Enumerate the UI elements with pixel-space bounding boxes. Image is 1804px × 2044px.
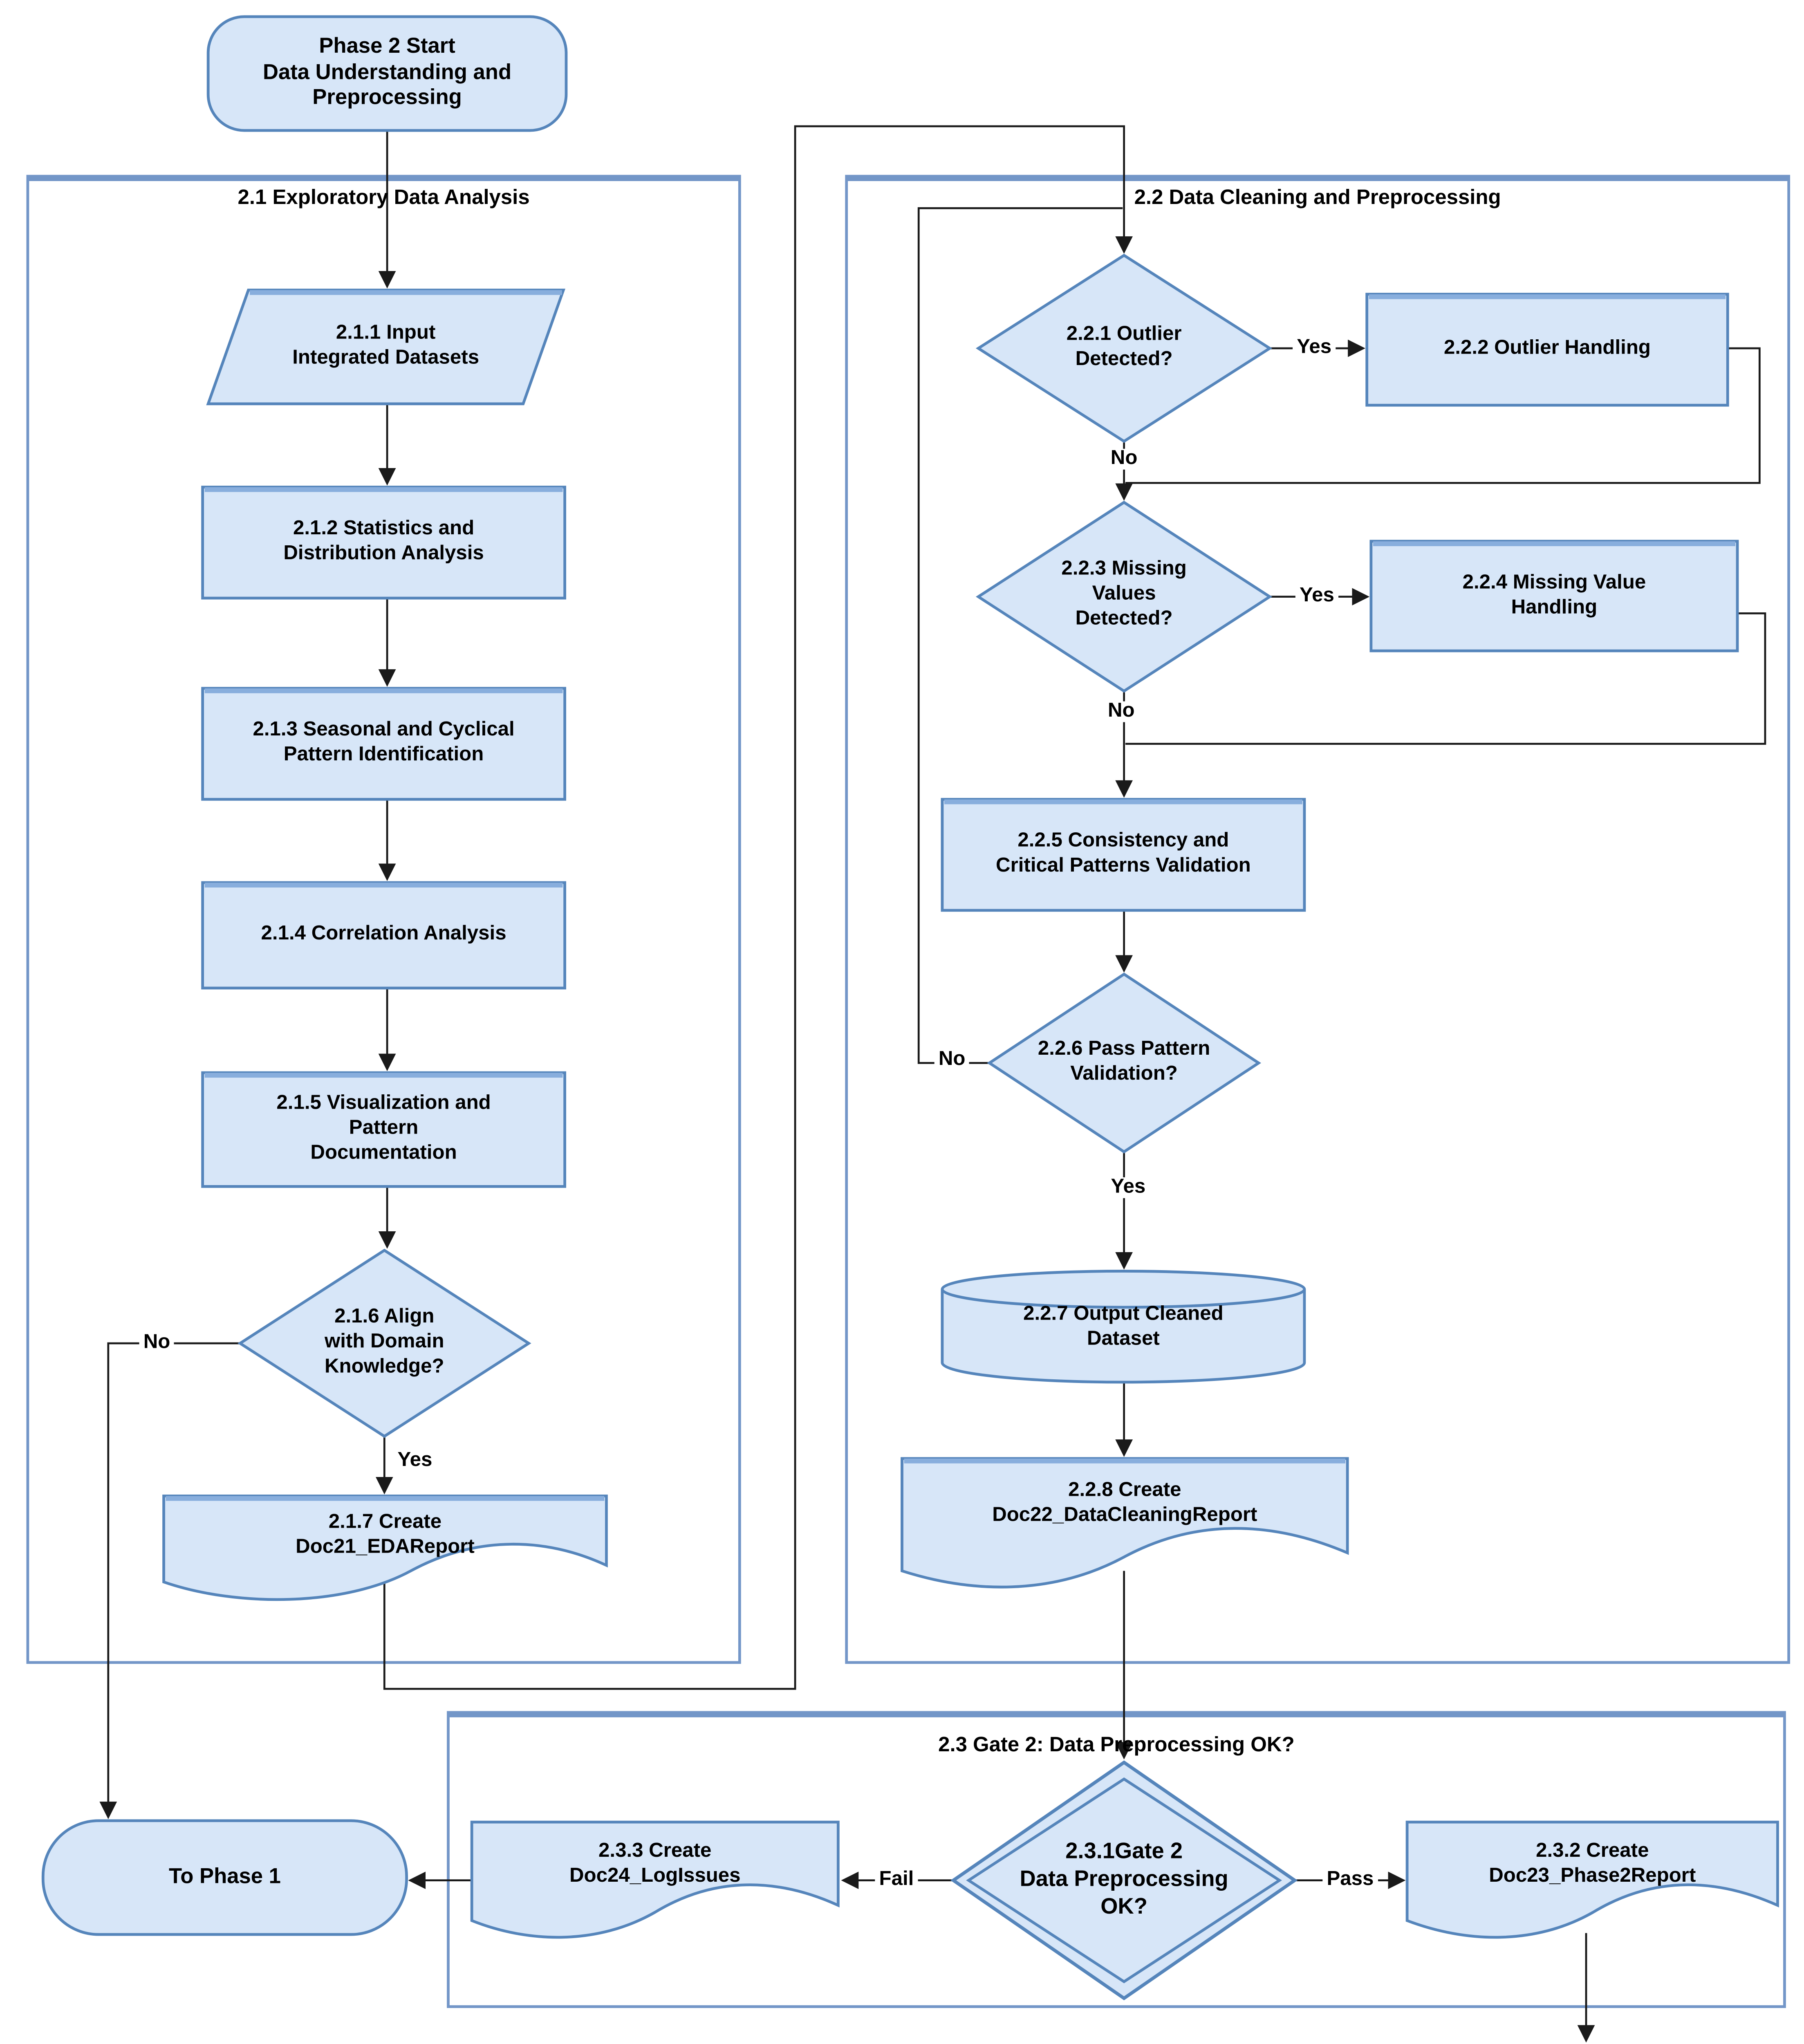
to-phase1-terminator	[41, 1819, 408, 1936]
edge-label-2-3-1-pass: Pass	[1322, 1869, 1378, 1891]
edge-label-2-2-1-no: No	[1106, 448, 1142, 470]
edge-label-2-3-1-fail: Fail	[875, 1869, 918, 1891]
edge-label-2-2-6-yes: Yes	[1107, 1176, 1150, 1199]
shape-2-2-8-document	[901, 1457, 1349, 1589]
shape-2-1-3-process	[201, 687, 566, 801]
shape-2-1-2-process	[201, 486, 566, 600]
edge-label-2-2-3-no: No	[1103, 700, 1139, 723]
start-terminator	[206, 15, 568, 132]
shape-2-2-4-process	[1369, 540, 1739, 652]
shape-2-2-1-decision	[975, 253, 1273, 443]
edge-2-1-6-no-to-phase1	[99, 1342, 240, 1819]
shape-2-1-6-decision	[237, 1248, 531, 1438]
edge-label-2-1-6-yes: Yes	[393, 1450, 437, 1472]
edge-2-1-7-to-2-2-1	[383, 125, 1133, 1690]
shape-2-1-7-document	[162, 1494, 608, 1601]
edge-2-2-4-loop-back	[1125, 612, 1766, 745]
shape-2-1-5-process	[201, 1071, 566, 1188]
shape-2-2-3-decision	[975, 500, 1273, 693]
shape-2-2-7-cylinder-top	[941, 1270, 1306, 1309]
edge-label-2-2-3-yes: Yes	[1295, 585, 1339, 607]
edge-label-2-2-1-yes: Yes	[1293, 337, 1336, 359]
shape-2-1-4-process	[201, 881, 566, 990]
shape-2-3-3-document	[470, 1820, 840, 1939]
shape-2-3-2-document	[1405, 1820, 1779, 1939]
edge-label-2-2-6-no: No	[934, 1049, 970, 1071]
shape-2-3-1-gate-decision-inner	[966, 1777, 1282, 1983]
edge-label-2-1-6-no: No	[139, 1332, 175, 1354]
shape-2-1-1-parallelogram	[206, 289, 566, 406]
edge-2-2-2-loop-back	[1125, 347, 1761, 484]
shape-2-2-2-process	[1365, 293, 1729, 407]
shape-2-2-5-process	[941, 798, 1306, 912]
shape-2-2-6-decision	[987, 972, 1262, 1154]
shape-2-2-7-cylinder-body	[941, 1289, 1306, 1384]
